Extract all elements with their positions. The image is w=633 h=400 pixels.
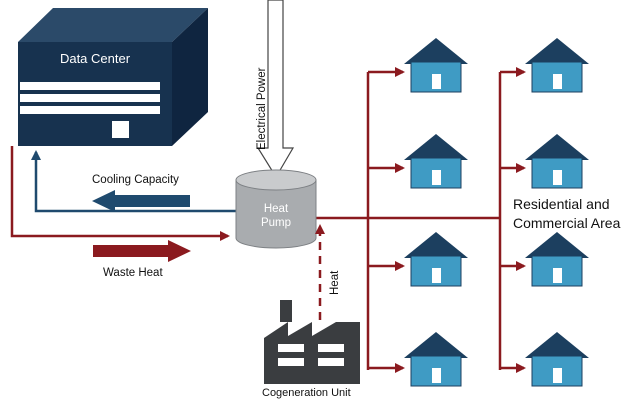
heat-distribution-network — [315, 67, 526, 373]
server-slot — [20, 82, 160, 90]
cogeneration-unit-label: Cogeneration Unit — [262, 387, 351, 399]
data-center-side — [172, 8, 208, 146]
waste-heat-arrow: Waste Heat — [93, 240, 191, 279]
area-label-line2: Commercial Area — [513, 215, 621, 231]
house-icon — [524, 37, 590, 93]
factory-icon: Cogeneration Unit — [262, 300, 360, 399]
house-icon — [403, 37, 469, 93]
heat-label: Heat — [329, 270, 341, 295]
heat-pump-label-line1: Heat — [264, 203, 289, 215]
data-center-box: Data Center — [18, 8, 208, 146]
waste-heat-flow-line — [10, 146, 230, 241]
house-icon — [524, 231, 590, 287]
server-slot — [20, 106, 160, 114]
area-label-line1: Residential and — [513, 196, 610, 212]
house-icon — [524, 331, 590, 387]
heat-pump-label-line2: Pump — [261, 217, 291, 229]
house-icon — [524, 133, 590, 189]
electrical-power-arrow: Electrical Power — [256, 0, 295, 179]
area-label: Residential and Commercial Area — [513, 196, 621, 231]
cooling-capacity-arrow: Cooling Capacity — [92, 174, 190, 212]
heat-flow-arrow: Heat — [315, 224, 341, 320]
house-icon — [403, 133, 469, 189]
house-icon — [403, 331, 469, 387]
house-icon — [403, 231, 469, 287]
data-center-top — [18, 8, 208, 42]
electrical-power-label: Electrical Power — [256, 67, 268, 150]
server-slot — [20, 94, 160, 102]
waste-heat-label: Waste Heat — [103, 267, 163, 279]
server-door — [112, 121, 129, 138]
cooling-capacity-label: Cooling Capacity — [92, 174, 179, 186]
heat-pump-cylinder: Heat Pump — [235, 169, 317, 249]
data-center-label: Data Center — [60, 51, 131, 66]
cooling-flow-line — [31, 150, 236, 213]
